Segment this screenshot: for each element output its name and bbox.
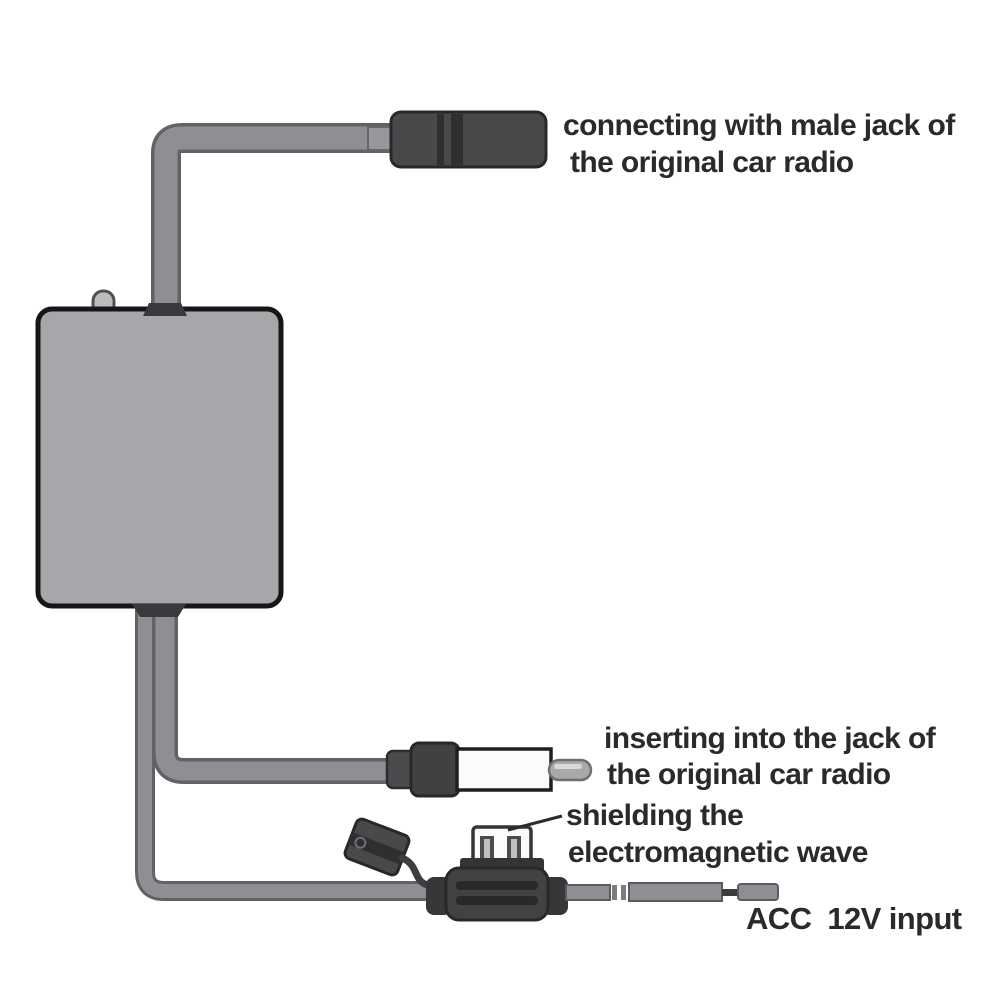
cable-top-fill [154, 126, 392, 318]
label-power-input: ACC 12V input [746, 901, 962, 936]
antenna-plug-barrel [455, 747, 553, 792]
power-lead [565, 882, 779, 902]
label-top-connector-line1: connecting with male jack of [563, 109, 955, 142]
cable-to-radio-jack [151, 123, 392, 318]
label-top-connector-line2: the original car radio [570, 146, 854, 179]
cable-antenna-fill [155, 598, 465, 781]
female-jack-connector [367, 110, 548, 169]
power-lead-end-connector [737, 883, 779, 901]
antenna-plug-pin-highlight [554, 764, 582, 769]
fuse-cap-detail [354, 836, 367, 849]
fuse-cap [343, 817, 411, 877]
box-top-cable-collar [143, 303, 187, 316]
power-lead-tick-1 [612, 885, 617, 900]
power-lead-seg-b [628, 882, 723, 902]
fuse-prong-right-slot [511, 839, 517, 864]
antenna-plug [385, 741, 593, 798]
jack-stripe-2 [451, 114, 463, 165]
amplifier-box [35, 289, 284, 617]
power-lead-link [722, 889, 738, 896]
fuse-holder [426, 825, 568, 922]
label-fuse-shield-line2: electromagnetic wave [568, 836, 868, 869]
power-lead-tick-2 [621, 885, 626, 900]
fuse-holder-groove-2 [456, 896, 538, 905]
box-body [35, 306, 284, 609]
fuse-holder-body [444, 866, 550, 922]
label-antenna-plug-line1: inserting into the jack of [604, 722, 936, 755]
cable-power-fill [138, 598, 500, 898]
fuse-prong-left-slot [484, 839, 490, 864]
jack-body [389, 110, 548, 169]
cable-to-antenna-plug [152, 598, 465, 784]
jack-stripe-1 [437, 114, 444, 165]
box-bottom-cable-collar [132, 604, 186, 617]
fuse-holder-groove-1 [456, 881, 538, 890]
cable-to-power-fuse [135, 598, 500, 901]
label-antenna-plug-line2: the original car radio [607, 758, 891, 791]
shield-label-leader-line [507, 814, 563, 832]
power-lead-seg-a [565, 884, 611, 901]
antenna-plug-main-block [409, 741, 461, 798]
fuse-cap-band [347, 832, 405, 865]
antenna-plug-pin [547, 758, 593, 782]
label-fuse-shield-line1: shielding the [566, 799, 744, 832]
